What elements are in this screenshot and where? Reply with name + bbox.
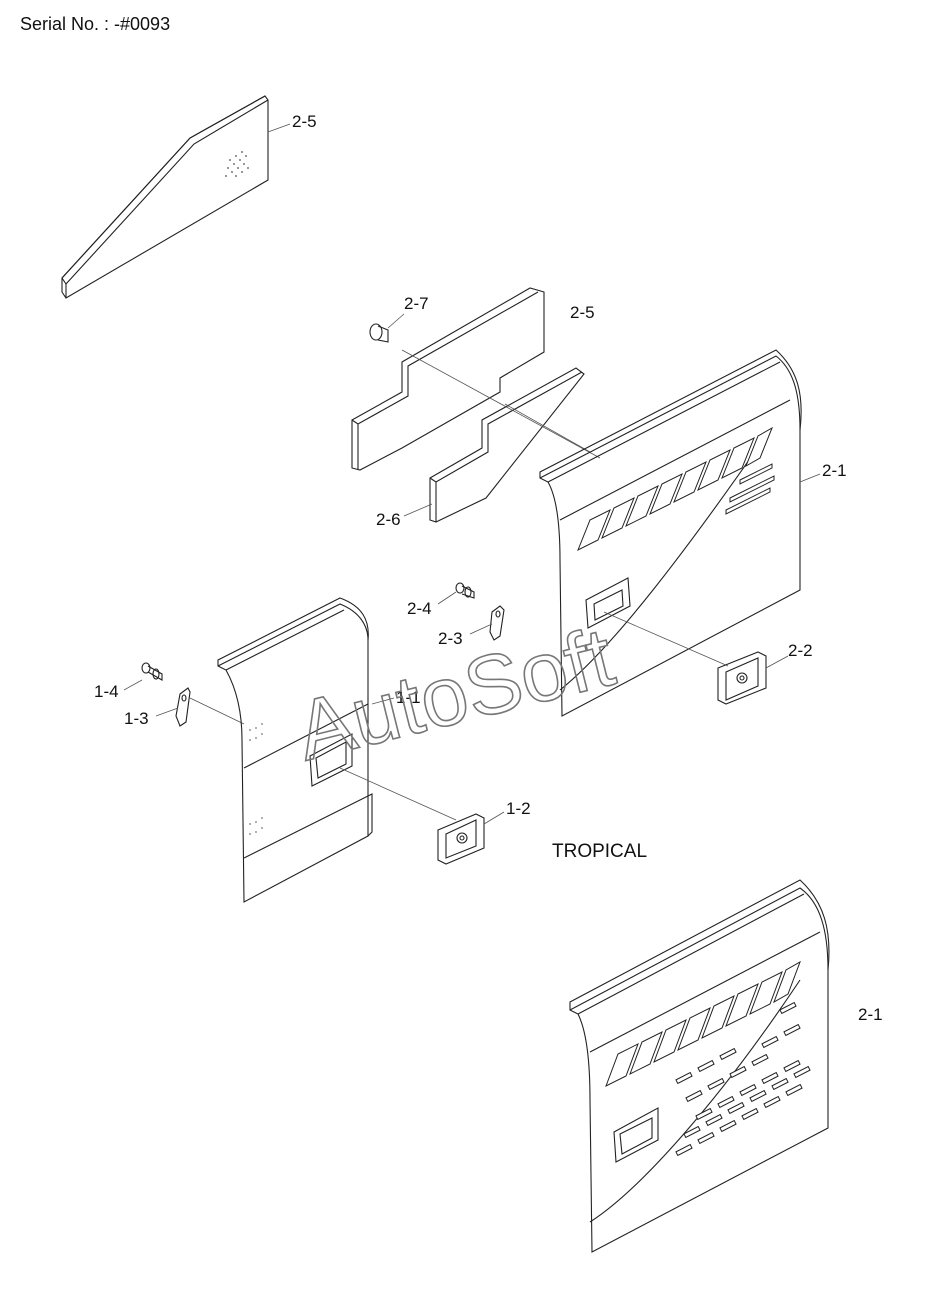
leader-2-3 <box>469 623 493 635</box>
section-label-tropical: TROPICAL <box>552 841 647 862</box>
callout-2-4: 2-4 <box>407 599 432 618</box>
leader-2-4 <box>437 591 457 605</box>
part-2-4-bolt <box>455 582 475 599</box>
part-2-2-latch <box>717 651 767 705</box>
leader-1-2 <box>483 811 505 825</box>
leader-2-6 <box>403 503 433 517</box>
part-1-3-bracket <box>175 687 191 727</box>
callout-2-1-main: 2-1 <box>822 461 847 480</box>
leader-2-1-main <box>799 473 821 483</box>
guide-line <box>189 697 245 725</box>
part-2-7-plug <box>369 323 389 343</box>
vent-louvers <box>605 960 801 1088</box>
guide-line <box>339 767 457 821</box>
callout-2-5-middle: 2-5 <box>570 303 595 322</box>
guide-line <box>603 611 729 667</box>
leader-1-1 <box>371 697 395 705</box>
callout-2-6: 2-6 <box>376 510 401 529</box>
callout-2-2: 2-2 <box>788 641 813 660</box>
part-2-5-top-pad <box>61 95 269 299</box>
part-2-6-angled-pad <box>429 367 585 523</box>
part-1-1-side-panel <box>217 597 373 903</box>
callout-2-7: 2-7 <box>404 294 429 313</box>
part-1-2-latch <box>437 813 485 865</box>
vent-louvers <box>577 426 775 552</box>
callout-2-5-top: 2-5 <box>292 112 317 131</box>
leader-2-2 <box>765 655 789 669</box>
part-1-4-bolt <box>141 662 163 681</box>
callout-1-1: 1-1 <box>396 688 421 707</box>
callout-1-2: 1-2 <box>506 799 531 818</box>
callout-2-1-tropical: 2-1 <box>858 1005 883 1024</box>
leader-2-5-top <box>267 123 291 133</box>
callout-1-3: 1-3 <box>124 709 149 728</box>
perforation-slots <box>675 1001 811 1157</box>
part-2-1-tropical-panel <box>569 879 830 1253</box>
part-2-1-side-panel <box>539 349 802 717</box>
perforation-pattern <box>225 151 249 177</box>
guide-line <box>504 403 591 453</box>
leader-1-4 <box>123 679 143 691</box>
leader-1-3 <box>155 707 179 717</box>
leader-2-7 <box>387 313 405 329</box>
perforation-pattern <box>249 723 263 835</box>
latch-opening <box>585 577 631 629</box>
latch-opening <box>309 733 353 787</box>
latch-opening <box>613 1107 659 1163</box>
part-2-3-bracket <box>489 605 505 641</box>
part-2-5-stepped-pad <box>351 287 545 471</box>
callout-1-4: 1-4 <box>94 682 119 701</box>
callout-2-3: 2-3 <box>438 629 463 648</box>
serial-number: Serial No. : -#0093 <box>20 14 171 34</box>
guide-line <box>401 349 601 459</box>
